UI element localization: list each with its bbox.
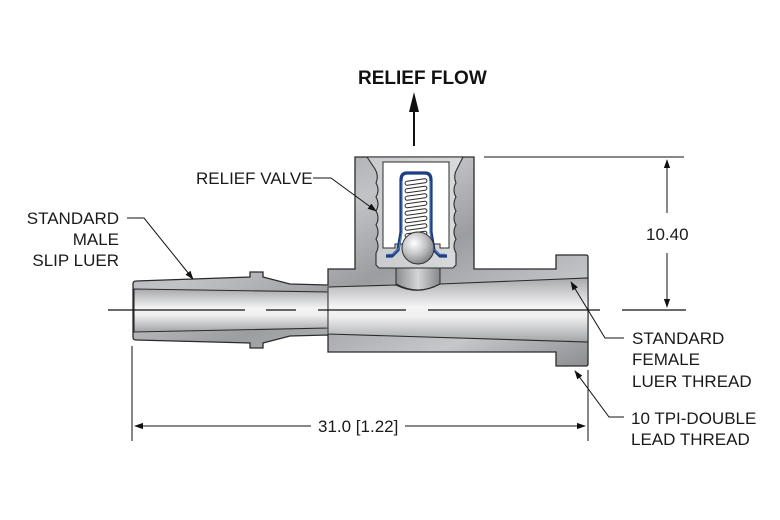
svg-text:LEAD THREAD: LEAD THREAD <box>631 430 750 449</box>
length-dimension: 31.0 [1.22] <box>131 346 589 441</box>
height-dimension: 10.40 <box>484 156 689 311</box>
spring-coil <box>404 208 428 216</box>
check-ball <box>401 231 435 265</box>
thread-label: 10 TPI-DOUBLE LEAD THREAD <box>574 370 756 449</box>
spring-coil <box>404 223 428 231</box>
svg-text:STANDARD: STANDARD <box>632 329 724 348</box>
spring-coil <box>404 178 428 186</box>
spring-coil <box>404 215 428 224</box>
relief-flow-arrow-icon <box>409 92 419 146</box>
spring-coil <box>404 185 428 194</box>
relief-valve-label: RELIEF VALVE <box>196 169 313 188</box>
spring-coil <box>404 193 428 201</box>
svg-text:FEMALE: FEMALE <box>632 350 700 369</box>
relief-flow-title: RELIEF FLOW <box>358 68 487 89</box>
svg-text:SLIP LUER: SLIP LUER <box>32 251 119 270</box>
spring <box>404 178 428 239</box>
female-luer-label: STANDARD FEMALE LUER THREAD <box>570 281 752 391</box>
male-luer-label: STANDARD MALE SLIP LUER <box>27 209 194 280</box>
spring-coil <box>404 200 428 209</box>
relief-valve-leader <box>313 177 377 212</box>
svg-text:10 TPI-DOUBLE: 10 TPI-DOUBLE <box>631 409 756 428</box>
svg-text:LUER THREAD: LUER THREAD <box>632 372 752 391</box>
length-value: 31.0 [1.22] <box>318 417 398 436</box>
svg-text:MALE: MALE <box>73 230 119 249</box>
svg-text:STANDARD: STANDARD <box>27 209 119 228</box>
height-value: 10.40 <box>646 225 689 244</box>
